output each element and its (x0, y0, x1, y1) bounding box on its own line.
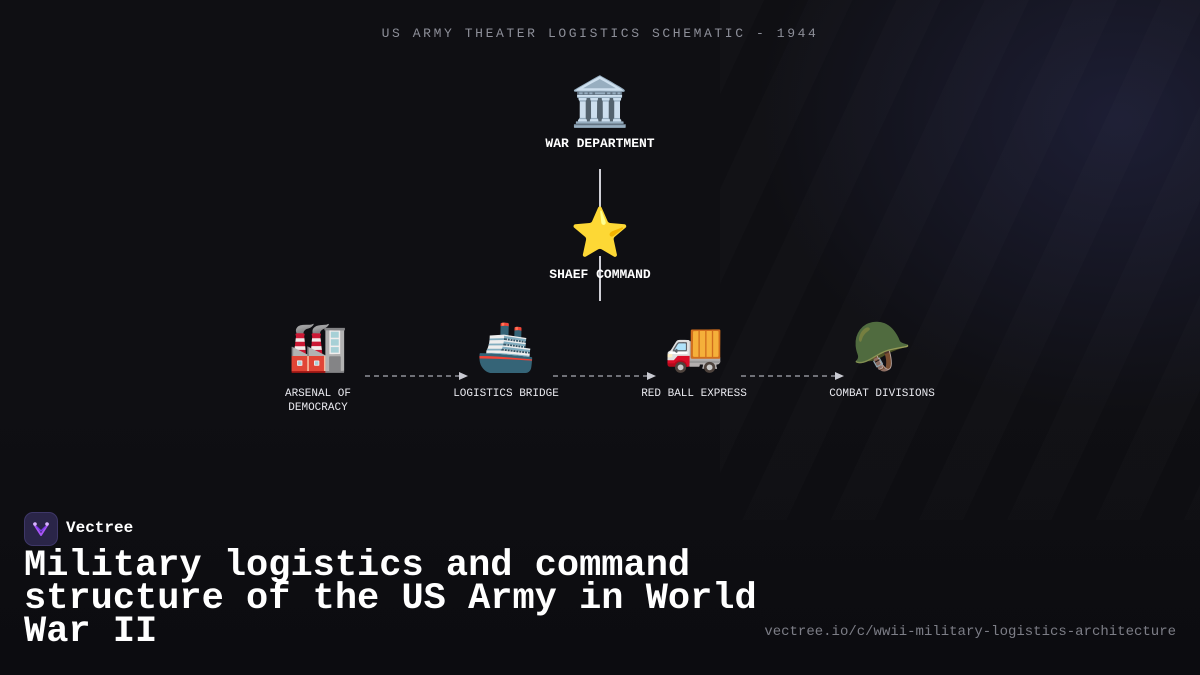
flow-arrow-3 (741, 372, 844, 380)
diagram-title: US ARMY THEATER LOGISTICS SCHEMATIC - 19… (381, 26, 819, 41)
node-shaef-command: ⭐ SHAEF COMMAND (549, 209, 650, 282)
connector-war-dept-to-shaef (599, 169, 601, 213)
node-logistics-bridge: 🚢 LOGISTICS BRIDGE (451, 323, 561, 401)
flow-arrow-1 (365, 372, 468, 380)
node-label: LOGISTICS BRIDGE (453, 388, 559, 400)
node-label: ARSENAL OF DEMOCRACY (284, 388, 351, 414)
star-icon: ⭐ (570, 210, 630, 264)
source-url[interactable]: vectree.io/c/wwii-military-logistics-arc… (764, 624, 1176, 640)
node-war-department: 🏛️ WAR DEPARTMENT (545, 78, 654, 151)
factory-icon: 🏭 (288, 324, 348, 378)
vectree-logo-icon (33, 522, 49, 536)
truck-icon: 🚚 (664, 324, 724, 378)
connector-shaef-to-flow (599, 256, 601, 301)
flow-arrow-2 (553, 372, 656, 380)
node-label: COMBAT DIVISIONS (829, 388, 935, 400)
background-stripes (720, 0, 1200, 520)
node-label: SHAEF COMMAND (549, 267, 651, 282)
node-label: RED BALL EXPRESS (641, 388, 747, 400)
ship-icon: 🚢 (476, 324, 536, 378)
brand-name: Vectree (66, 519, 134, 537)
node-arsenal-of-democracy: 🏭 ARSENAL OF DEMOCRACY (263, 323, 373, 415)
node-combat-divisions: 🪖 COMBAT DIVISIONS (827, 323, 937, 401)
page-headline: Military logistics and command structure… (24, 545, 757, 653)
classical-building-icon: 🏛️ (570, 79, 630, 133)
vectree-logo (24, 512, 58, 546)
node-label: WAR DEPARTMENT (545, 136, 655, 151)
node-red-ball-express: 🚚 RED BALL EXPRESS (639, 323, 749, 401)
military-helmet-icon: 🪖 (852, 324, 912, 378)
